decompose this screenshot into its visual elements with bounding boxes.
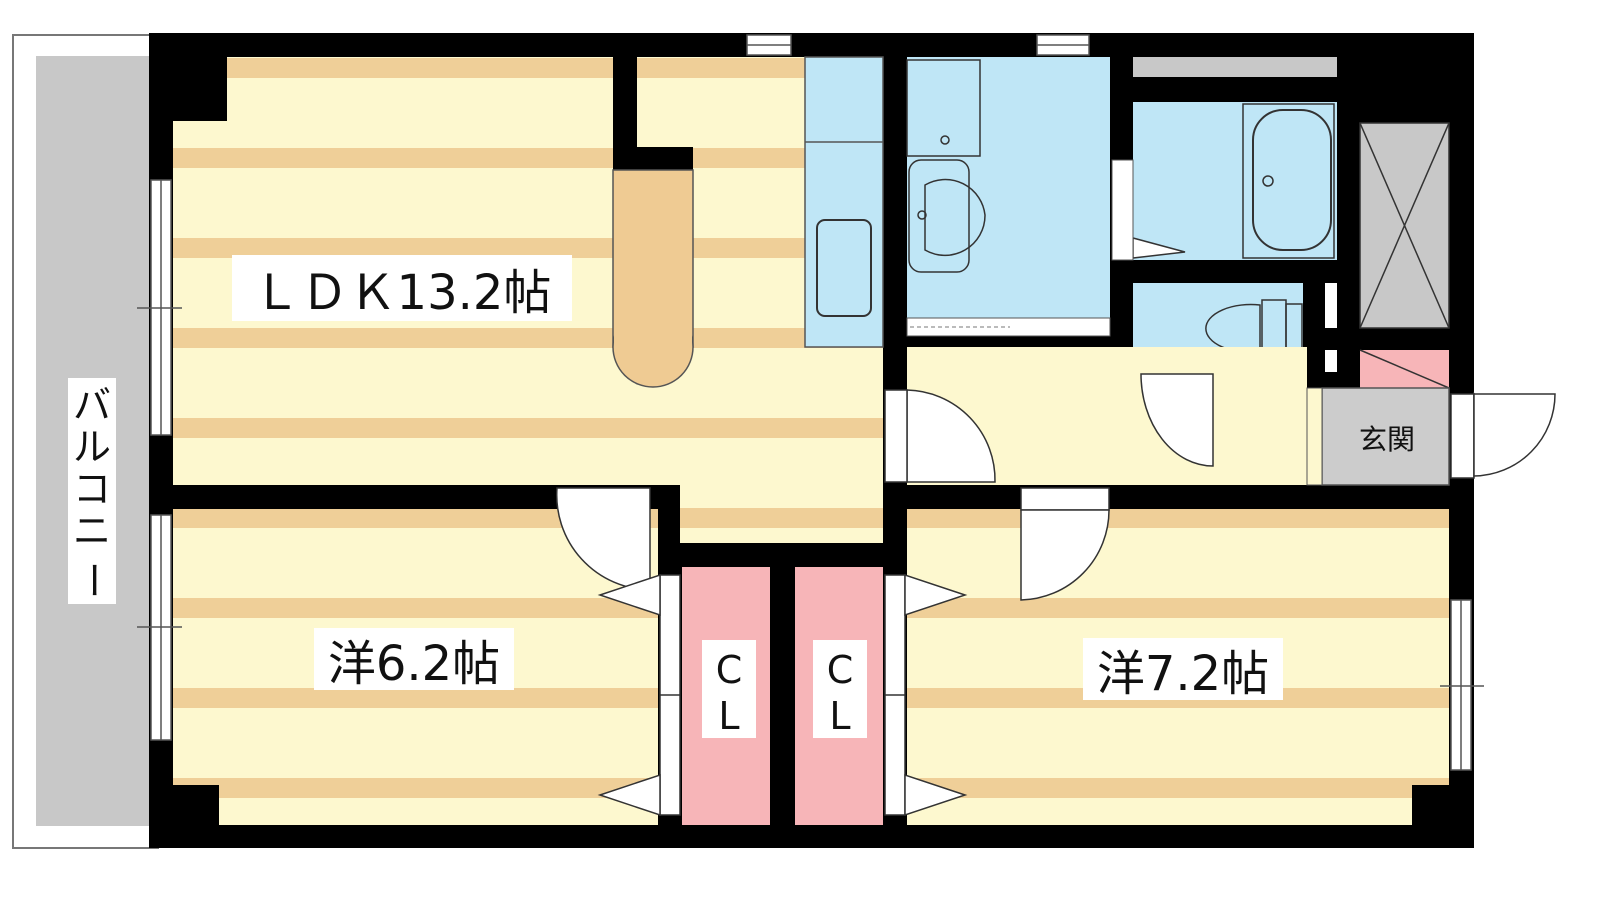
shoe-storage xyxy=(1359,122,1450,389)
western-room-2-label: 洋7.2帖 xyxy=(1097,646,1269,702)
bathroom xyxy=(1111,57,1337,261)
ldk-label-group: ＬＤＫ13.2帖 xyxy=(232,255,572,321)
ldk-label: ＬＤＫ13.2帖 xyxy=(253,265,552,321)
closet-1-label-group: C L xyxy=(702,640,756,738)
closet-2-label-l: L xyxy=(829,694,850,738)
doors xyxy=(555,373,1556,817)
western-room-1-label-group: 洋6.2帖 xyxy=(314,628,514,692)
entrance-label: 玄関 xyxy=(1359,423,1415,456)
entrance: 玄関 xyxy=(1306,387,1450,486)
closet-2-label-group: C L xyxy=(813,640,867,738)
western-room-2-label-group: 洋7.2帖 xyxy=(1083,638,1283,702)
closet-1-label-l: L xyxy=(718,694,739,738)
balcony-label-char: ニ xyxy=(73,509,111,553)
kitchen-counter xyxy=(612,169,694,388)
windows xyxy=(137,34,1484,771)
closet-1-label-c: C xyxy=(716,648,743,692)
balcony xyxy=(12,34,159,849)
wash-room xyxy=(906,57,1111,337)
closet-2-label-c: C xyxy=(827,648,854,692)
western-room-1-label: 洋6.2帖 xyxy=(328,636,500,692)
kitchen-sink xyxy=(804,56,884,348)
balcony-label-char: バ xyxy=(73,383,111,427)
balcony-label-char: ー xyxy=(71,561,115,599)
balcony-label-char: ル xyxy=(73,425,111,469)
balcony-label: バ ル コ ニ ー xyxy=(71,383,115,599)
balcony-label-char: コ xyxy=(73,467,111,511)
